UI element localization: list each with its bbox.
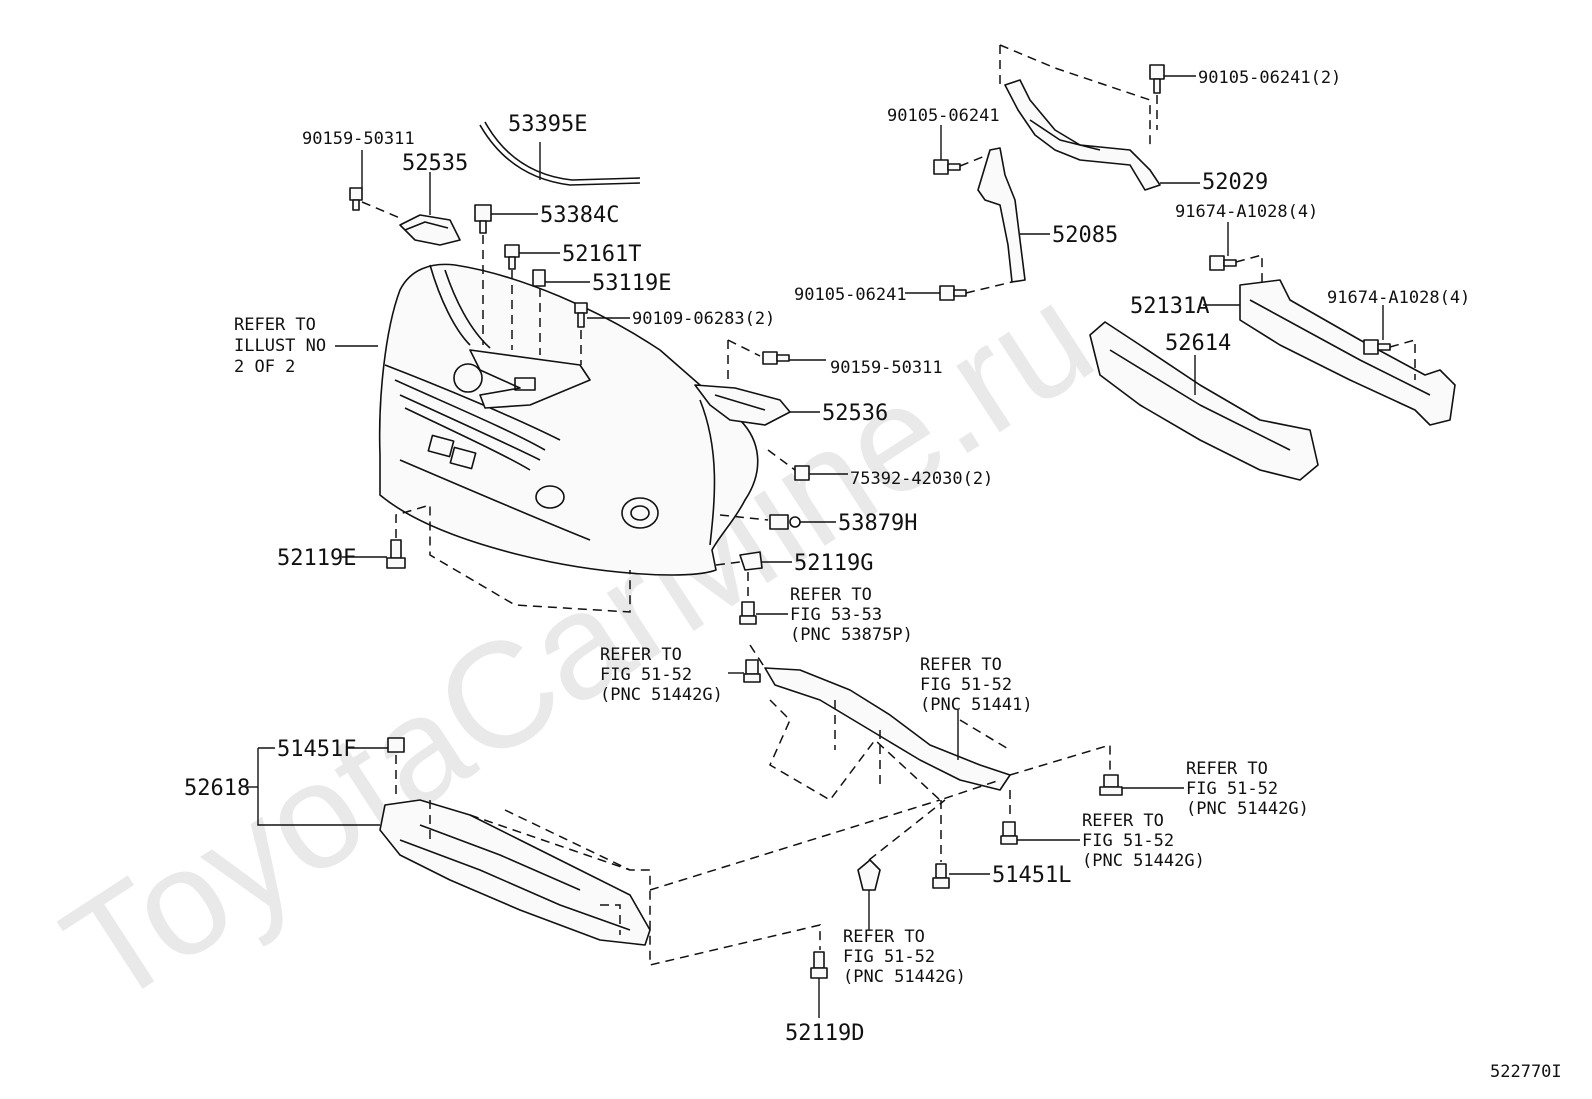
- clip-53384C: [474, 204, 492, 234]
- label-53879H: 53879H: [838, 511, 917, 536]
- label-90159-50311-right: 90159-50311: [830, 358, 943, 378]
- label-90109-06283: 90109-06283(2): [632, 309, 775, 329]
- absorber-52614: [1089, 321, 1319, 481]
- label-52119D: 52119D: [785, 1021, 864, 1046]
- screw-51451L: [932, 863, 950, 889]
- screw-fig53-53: [739, 601, 757, 625]
- bracket-52536: [694, 384, 791, 426]
- screw-fig51-52-right-mid: [1000, 821, 1018, 845]
- ref-fig53-53-line1: REFER TO: [790, 585, 872, 605]
- label-91674-A1028-a: 91674-A1028(4): [1175, 202, 1318, 222]
- bolt-90159-50311-left: [349, 187, 363, 211]
- ref-illust-line2: ILLUST NO: [234, 336, 326, 356]
- retainer-52119G: [739, 551, 763, 571]
- label-52119G: 52119G: [794, 551, 873, 576]
- label-75392-42030: 75392-42030(2): [850, 469, 993, 489]
- ref-pnc51441-line2: FIG 51-52: [920, 675, 1012, 695]
- ref-illust-line1: REFER TO: [234, 315, 316, 335]
- label-52535: 52535: [402, 151, 468, 176]
- label-53119E: 53119E: [592, 271, 671, 296]
- label-53395E: 53395E: [508, 112, 587, 137]
- upper-grille-garnish: [469, 349, 591, 409]
- figure-id: 522770I: [1490, 1062, 1562, 1082]
- ref-fig51-52-left-line2: FIG 51-52: [600, 665, 692, 685]
- ref-fig51-52-right-mid-line3: (PNC 51442G): [1082, 851, 1205, 871]
- under-cover-52618: [379, 799, 651, 946]
- ref-fig51-52-bottom-line1: REFER TO: [843, 927, 925, 947]
- clip-53879H: [769, 514, 801, 530]
- bracket-52029: [1004, 79, 1161, 191]
- ref-fig53-53-line3: (PNC 53875P): [790, 625, 913, 645]
- clip-fig51-52-right-top: [1099, 774, 1123, 796]
- engine-under-cover-front: [764, 667, 1011, 791]
- label-52131A: 52131A: [1130, 294, 1209, 319]
- molding-strip: [479, 124, 641, 186]
- clip-fig51-52-bottom: [857, 859, 881, 891]
- label-52536: 52536: [822, 401, 888, 426]
- label-51451F: 51451F: [277, 737, 356, 762]
- bracket-52085: [977, 147, 1026, 283]
- bracket-52535: [399, 214, 461, 246]
- screw-fig51-52-left: [743, 659, 761, 683]
- label-52085: 52085: [1052, 223, 1118, 248]
- ref-fig51-52-bottom-line3: (PNC 51442G): [843, 967, 966, 987]
- label-52614: 52614: [1165, 331, 1231, 356]
- clip-75392-42030: [794, 465, 810, 481]
- bolt-90105-06241-bottom: [939, 285, 967, 301]
- ref-fig51-52-right-mid-line2: FIG 51-52: [1082, 831, 1174, 851]
- front-bumper-cover: [378, 263, 759, 576]
- bolt-90105-06241-top: [1149, 64, 1165, 94]
- screw-52119E: [386, 539, 406, 569]
- ref-fig53-53-line2: FIG 53-53: [790, 605, 882, 625]
- label-52618: 52618: [184, 776, 250, 801]
- label-90105-06241-top: 90105-06241(2): [1198, 68, 1341, 88]
- ref-pnc51441-line3: (PNC 51441): [920, 695, 1033, 715]
- bolt-91674-A1028-a: [1209, 255, 1237, 271]
- ref-fig51-52-left-line1: REFER TO: [600, 645, 682, 665]
- bolt-90105-06241-mid: [933, 159, 961, 175]
- clip-52161T: [504, 244, 520, 270]
- ref-illust-line3: 2 OF 2: [234, 357, 295, 377]
- clip-53119E: [532, 269, 546, 287]
- ref-fig51-52-right-top-line2: FIG 51-52: [1186, 779, 1278, 799]
- label-90105-06241-mid: 90105-06241: [887, 106, 1000, 126]
- bolt-90159-50311-right: [762, 351, 790, 365]
- label-53384C: 53384C: [540, 203, 619, 228]
- label-52029: 52029: [1202, 170, 1268, 195]
- label-91674-A1028-b: 91674-A1028(4): [1327, 288, 1470, 308]
- ref-fig51-52-bottom-line2: FIG 51-52: [843, 947, 935, 967]
- bolt-91674-A1028-b: [1363, 339, 1391, 355]
- label-90159-50311-top: 90159-50311: [302, 129, 415, 149]
- ref-fig51-52-right-mid-line1: REFER TO: [1082, 811, 1164, 831]
- screw-52119D: [810, 951, 828, 979]
- label-52119E: 52119E: [277, 546, 356, 571]
- clip-51451F: [387, 737, 405, 753]
- reinforcement-52131A: [1239, 279, 1456, 426]
- ref-fig51-52-left-line3: (PNC 51442G): [600, 685, 723, 705]
- screw-90109-06283: [574, 302, 588, 328]
- label-51451L: 51451L: [992, 863, 1071, 888]
- label-52161T: 52161T: [562, 242, 641, 267]
- label-90105-06241-bottom: 90105-06241: [794, 285, 907, 305]
- ref-fig51-52-right-top-line1: REFER TO: [1186, 759, 1268, 779]
- ref-fig51-52-right-top-line3: (PNC 51442G): [1186, 799, 1309, 819]
- ref-pnc51441-line1: REFER TO: [920, 655, 1002, 675]
